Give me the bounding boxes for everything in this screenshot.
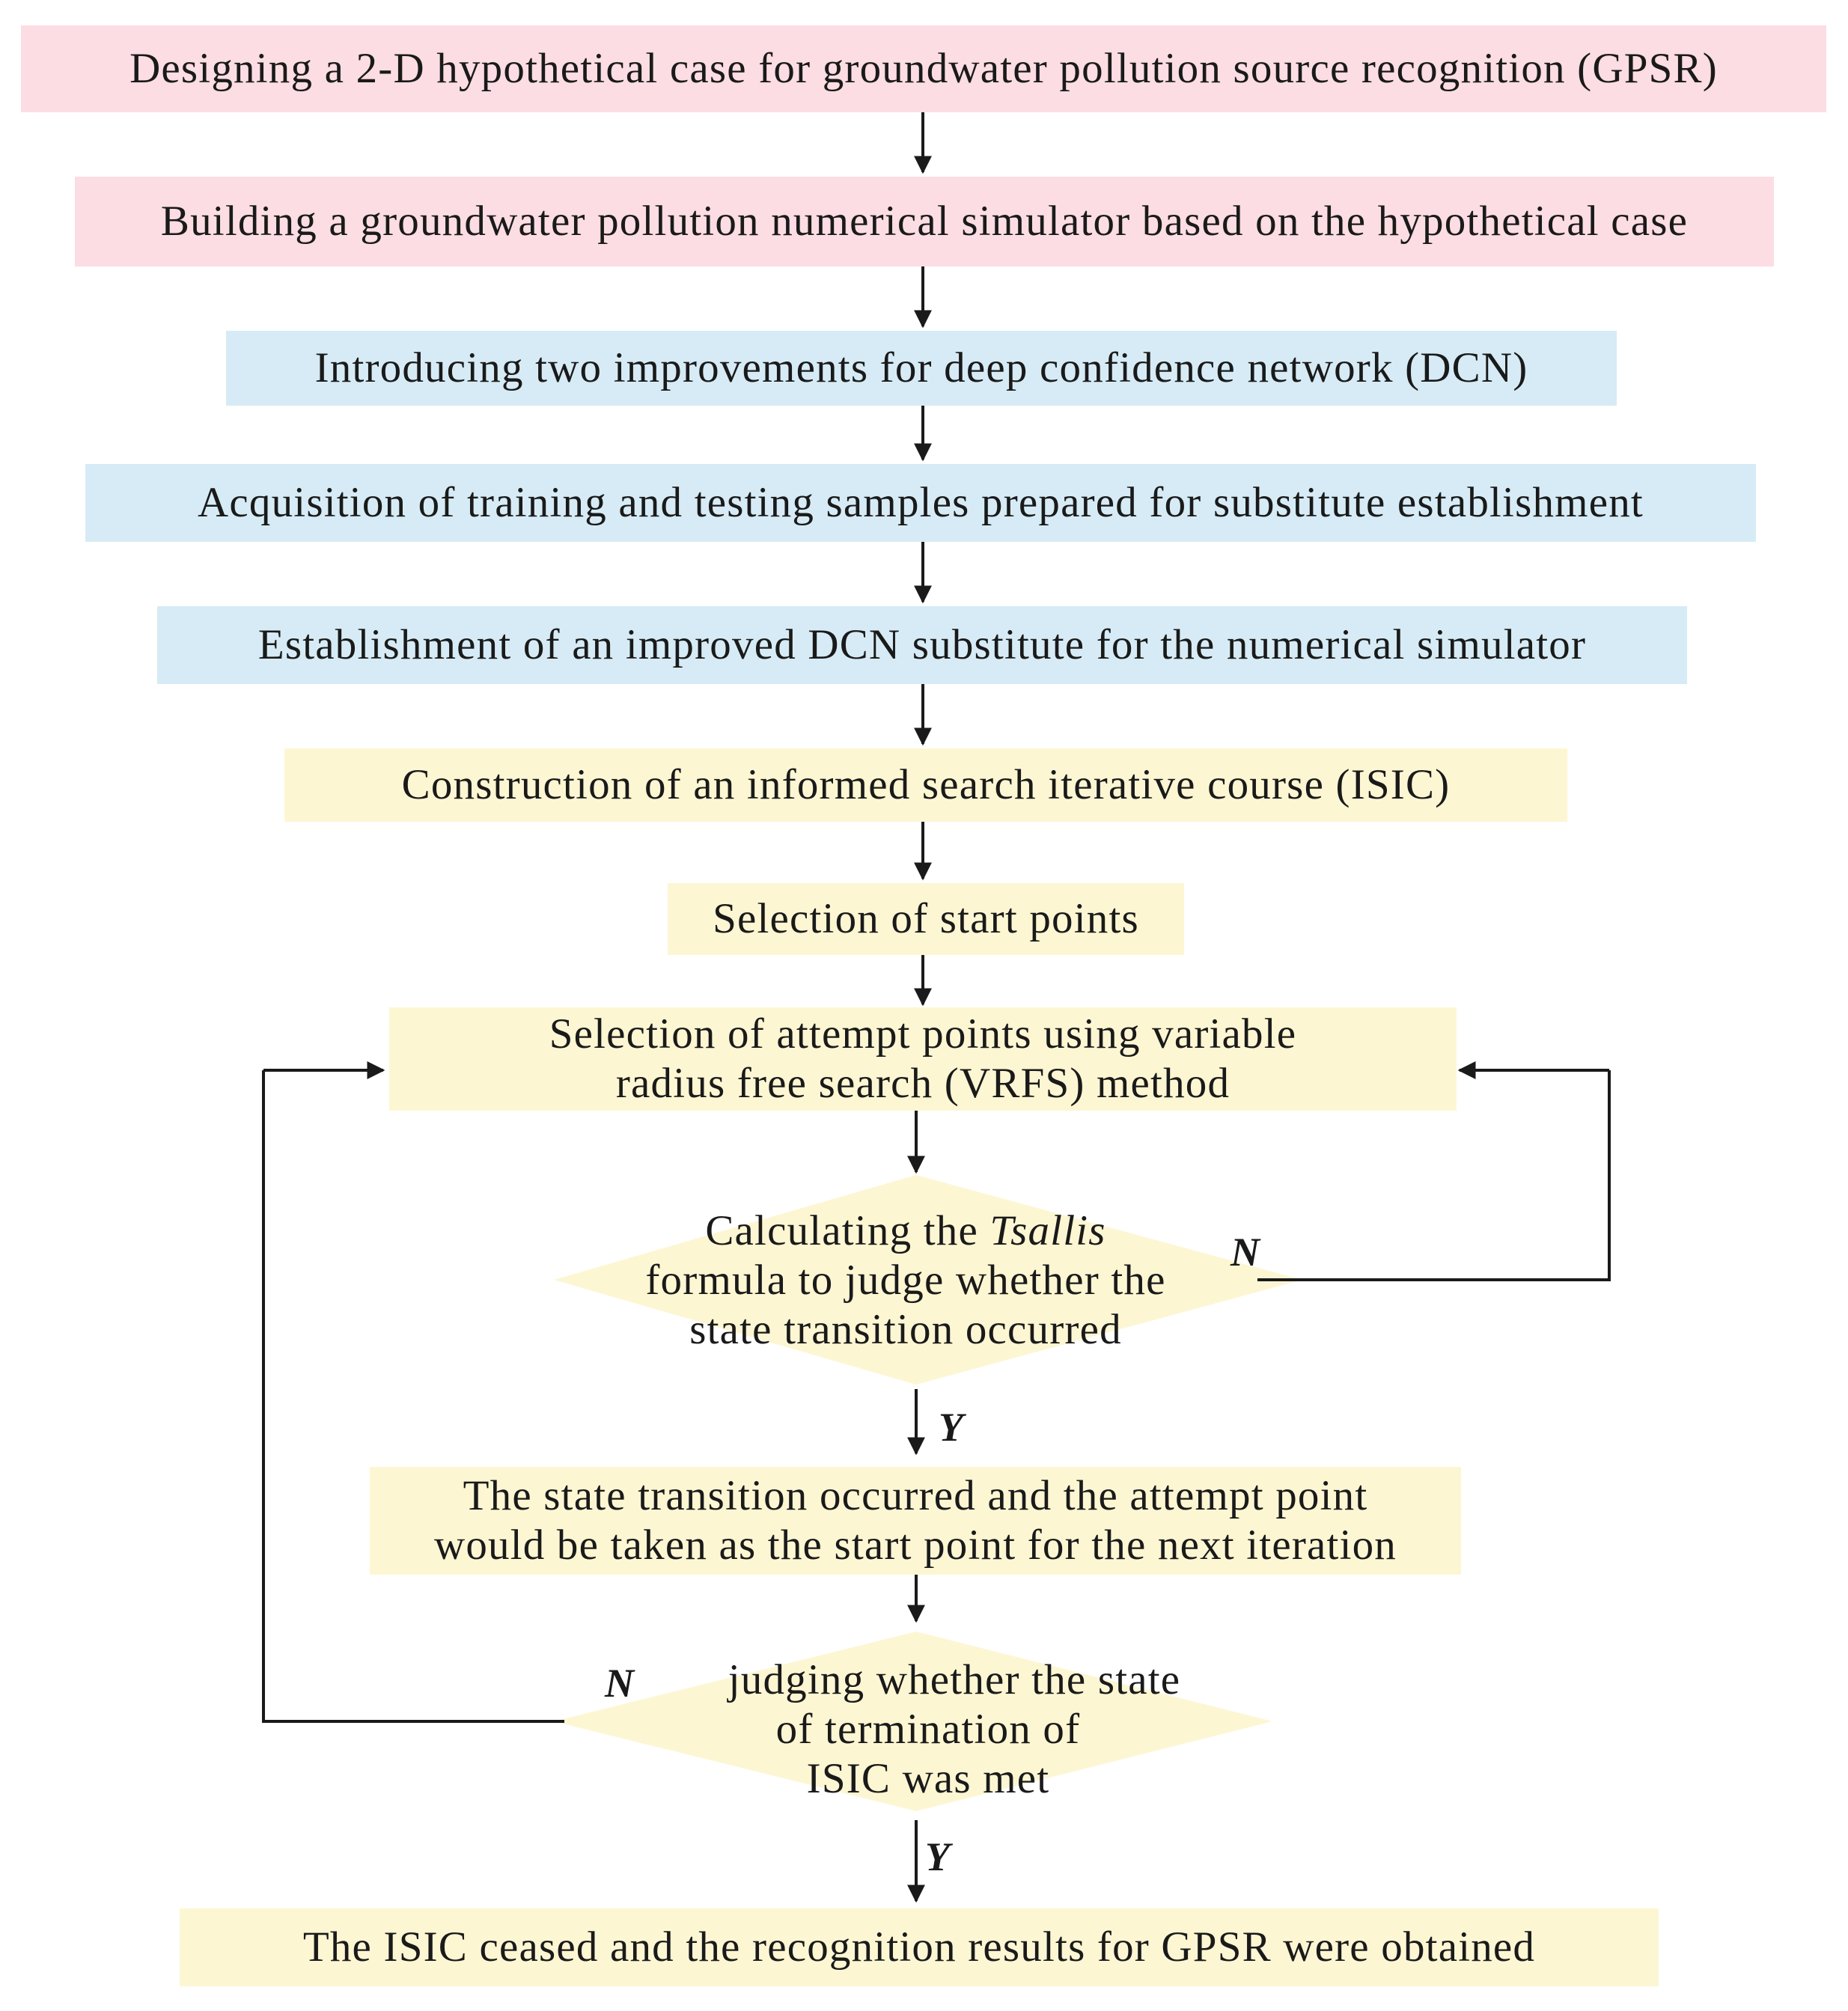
step-select-start-points-text: Selection of start points bbox=[713, 895, 1139, 942]
step-construct-isic: Construction of an informed search itera… bbox=[284, 748, 1567, 822]
step-acquire-samples-text: Acquisition of training and testing samp… bbox=[198, 479, 1644, 526]
decision-tsallis-no-label: N bbox=[1231, 1230, 1260, 1275]
step-select-attempt-points-line1: Selection of attempt points using variab… bbox=[549, 1010, 1297, 1058]
step-select-attempt-points-line2: radius free search (VRFS) method bbox=[615, 1060, 1231, 1107]
decision-tsallis-prefix: Calculating the bbox=[705, 1207, 990, 1254]
step-select-start-points: Selection of start points bbox=[668, 883, 1184, 955]
decision-tsallis-italic: Tsallis bbox=[989, 1207, 1106, 1254]
step-state-transition-line2: would be taken as the start point for th… bbox=[433, 1522, 1397, 1569]
step-acquire-samples: Acquisition of training and testing samp… bbox=[85, 464, 1756, 542]
decision-termination-text: judging whether the state of termination… bbox=[644, 1656, 1213, 1804]
loop-left-line bbox=[262, 1070, 564, 1723]
decision-tsallis-line1: Calculating the Tsallis bbox=[569, 1206, 1242, 1256]
step-state-transition-line1: The state transition occurred and the at… bbox=[463, 1472, 1368, 1519]
step-improve-dcn-text: Introducing two improvements for deep co… bbox=[314, 344, 1528, 391]
decision-termination-line3: ISIC was met bbox=[806, 1755, 1050, 1802]
step-results-obtained: The ISIC ceased and the recognition resu… bbox=[180, 1908, 1659, 1986]
decision-termination-line2: of termination of bbox=[775, 1706, 1081, 1753]
decision-termination-yes-label: Y bbox=[925, 1834, 950, 1879]
step-establish-substitute: Establishment of an improved DCN substit… bbox=[157, 606, 1687, 684]
decision-termination-line1: judging whether the state bbox=[728, 1656, 1181, 1703]
step-construct-isic-text: Construction of an informed search itera… bbox=[401, 761, 1451, 808]
step-results-obtained-text: The ISIC ceased and the recognition resu… bbox=[302, 1923, 1536, 1971]
decision-tsallis-text: Calculating the Tsallis formula to judge… bbox=[569, 1206, 1242, 1355]
step-select-attempt-points: Selection of attempt points using variab… bbox=[389, 1007, 1457, 1111]
decision-diamond-tsallis bbox=[554, 1175, 1302, 1385]
step-state-transition: The state transition occurred and the at… bbox=[370, 1467, 1461, 1575]
step-design-case: Designing a 2-D hypothetical case for gr… bbox=[21, 25, 1826, 112]
step-improve-dcn: Introducing two improvements for deep co… bbox=[226, 331, 1617, 406]
loop-right-line bbox=[1257, 1070, 1611, 1281]
decision-tsallis-yes-label: Y bbox=[939, 1405, 963, 1450]
decision-diamond-termination bbox=[554, 1632, 1272, 1811]
step-build-simulator-text: Building a groundwater pollution numeric… bbox=[160, 198, 1689, 245]
decision-termination-no-label: N bbox=[605, 1661, 634, 1706]
step-establish-substitute-text: Establishment of an improved DCN substit… bbox=[257, 621, 1587, 668]
step-build-simulator: Building a groundwater pollution numeric… bbox=[75, 177, 1774, 266]
decision-tsallis-line3: state transition occurred bbox=[689, 1306, 1122, 1353]
decision-tsallis-line2: formula to judge whether the bbox=[645, 1257, 1166, 1304]
step-design-case-text: Designing a 2-D hypothetical case for gr… bbox=[129, 45, 1718, 92]
